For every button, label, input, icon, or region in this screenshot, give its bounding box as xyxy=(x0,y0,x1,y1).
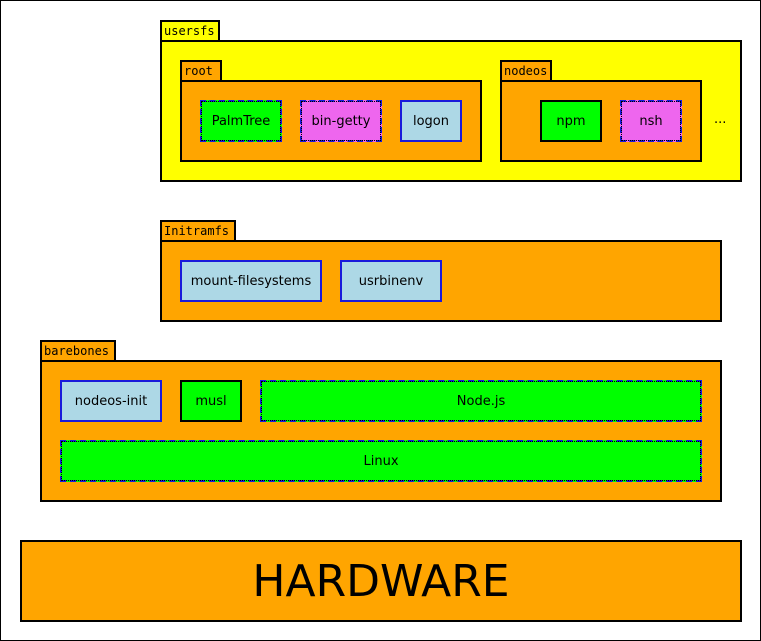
linux-box: Linux xyxy=(60,440,702,482)
barebones-tab: barebones xyxy=(40,340,116,361)
npm-box: npm xyxy=(540,100,602,142)
usersfs-tab: usersfs xyxy=(160,20,220,41)
palmtree-box: PalmTree xyxy=(200,100,282,142)
root-tab: root xyxy=(180,60,222,81)
bin-getty-box: bin-getty xyxy=(300,100,382,142)
nodeos-tab: nodeos xyxy=(500,60,552,81)
mount-filesystems-box: mount-filesystems xyxy=(180,260,322,302)
initramfs-tab: Initramfs xyxy=(160,220,236,241)
nodeos-init-box: nodeos-init xyxy=(60,380,162,422)
hardware-layer: HARDWARE xyxy=(20,540,742,622)
more-ellipsis: ... xyxy=(714,112,727,127)
musl-box: musl xyxy=(180,380,242,422)
logon-box: logon xyxy=(400,100,462,142)
usrbinenv-box: usrbinenv xyxy=(340,260,442,302)
nodejs-box: Node.js xyxy=(260,380,702,422)
nsh-box: nsh xyxy=(620,100,682,142)
